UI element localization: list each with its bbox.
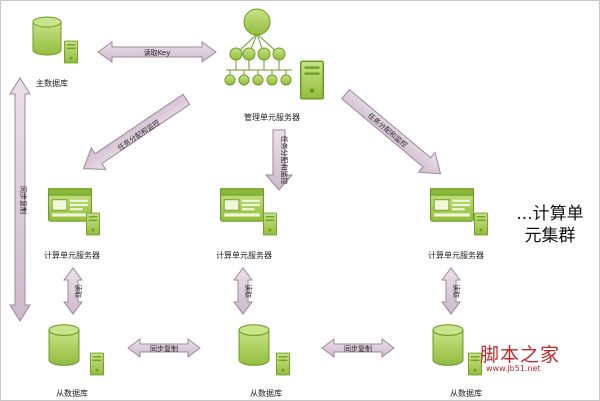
replicate-vertical-arrow — [9, 77, 31, 322]
compute-server-right-label: 计算单元服务器 — [428, 251, 484, 260]
read-arrow-right — [441, 267, 461, 315]
master-db-label: 主数据库 — [36, 79, 68, 88]
watermark-logo: 脚本之家 — [480, 344, 561, 366]
slave-db-mid-icon — [238, 324, 290, 376]
read-arrow-mid — [233, 267, 253, 315]
task-arrow-left — [82, 93, 191, 170]
read-left-label: 读取 — [74, 284, 83, 298]
master-db-icon — [32, 16, 78, 64]
compute-server-right-icon — [430, 188, 488, 236]
manager-server-icon — [224, 8, 292, 86]
slave-db-right-icon — [432, 324, 482, 376]
slave-db-left-label: 从数据库 — [56, 389, 88, 398]
cluster-annotation: ...计算单 元集群 — [508, 203, 592, 247]
sync-left-label: 同步复制 — [150, 344, 178, 353]
read-right-label: 读取 — [452, 284, 461, 298]
replicate-vertical-label: 同步复制 — [19, 186, 28, 214]
read-key-label: 读取Key — [144, 48, 171, 57]
manager-server-label: 管理单元服务器 — [244, 113, 300, 122]
cluster-annotation-line2: 元集群 — [524, 226, 576, 246]
read-key-arrow — [97, 41, 217, 63]
slave-db-mid-label: 从数据库 — [250, 389, 282, 398]
slave-db-left-icon — [48, 324, 104, 376]
sync-arrow-right — [321, 338, 395, 358]
compute-server-left-icon — [48, 188, 100, 236]
task-arrow-right — [340, 88, 442, 175]
slave-db-right-label: 从数据库 — [450, 389, 482, 398]
sync-arrow-left — [127, 338, 201, 358]
task-arrow-mid — [264, 129, 294, 191]
cluster-annotation-line1: ...计算单 — [516, 204, 584, 224]
compute-server-mid-label: 计算单元服务器 — [216, 251, 272, 260]
task-mid-label: 任务分配和监控 — [280, 136, 289, 185]
compute-server-left-label: 计算单元服务器 — [44, 251, 100, 260]
read-arrow-left — [63, 267, 83, 315]
watermark-url: www.jb51.net — [486, 364, 541, 373]
task-right-label: 任务分配和监控 — [366, 111, 409, 149]
read-mid-label: 读取 — [244, 284, 253, 298]
compute-server-mid-icon — [220, 188, 277, 236]
sync-right-label: 同步复制 — [344, 344, 372, 353]
manager-tower-icon — [300, 60, 324, 100]
